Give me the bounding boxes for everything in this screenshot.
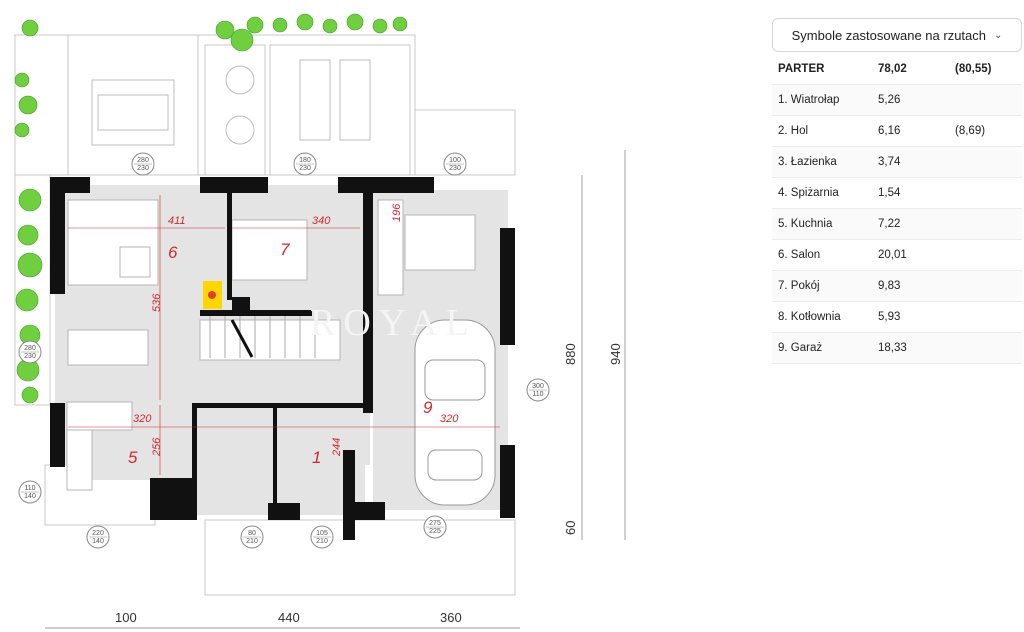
floor-area-total: (80,55): [949, 54, 1022, 85]
room-area: 1,54: [872, 177, 949, 209]
dim-244: 244: [331, 438, 343, 457]
window-size-width: 300: [532, 383, 544, 390]
dim-411: 411: [168, 215, 186, 227]
window-tags: 2802301802301002302802303001101101402201…: [18, 152, 550, 549]
room-name: 3. Łazienka: [772, 146, 872, 178]
floor-plan: ROYAL 6 7 5 1 9 411 340 196 536 320 256 …: [14, 13, 626, 629]
room-area-total: [949, 239, 1022, 271]
dim-940: 940: [608, 343, 623, 365]
room-area-total: [949, 301, 1022, 333]
walls: [50, 177, 515, 540]
dim-width-2: 440: [278, 610, 300, 625]
room-name: 9. Garaż: [772, 332, 872, 364]
dimension-lines: [68, 195, 500, 475]
window-size-height: 230: [137, 165, 149, 172]
dim-60: 60: [563, 521, 578, 535]
dim-196: 196: [391, 203, 403, 222]
table-header-row: PARTER 78,02 (80,55): [772, 54, 1022, 85]
room-number-7: 7: [280, 240, 290, 259]
room-name: 7. Pokój: [772, 270, 872, 302]
window-size-width: 220: [92, 530, 104, 537]
room-number-9: 9: [423, 398, 433, 417]
room-name: 2. Hol: [772, 115, 872, 147]
room-name: 4. Spiżarnia: [772, 177, 872, 209]
symbols-dropdown-label: Symbole zastosowane na rzutach: [791, 27, 986, 43]
room-area: 9,83: [872, 270, 949, 302]
window-size-width: 80: [248, 530, 256, 537]
floor-area: 78,02: [872, 54, 949, 85]
room-name: 5. Kuchnia: [772, 208, 872, 240]
room-area: 3,74: [872, 146, 949, 178]
window-size-width: 100: [449, 157, 461, 164]
window-size-width: 275: [429, 520, 441, 527]
room-name: 1. Wiatrołap: [772, 84, 872, 116]
window-size-width: 105: [316, 530, 328, 537]
floor-name: PARTER: [772, 54, 872, 85]
room-name: 6. Salon: [772, 239, 872, 271]
dim-width-3: 360: [440, 610, 462, 625]
room-area: 7,22: [872, 208, 949, 240]
room-areas-panel: Symbole zastosowane na rzutach ⌄ PARTER …: [772, 18, 1022, 364]
dim-536: 536: [151, 293, 163, 312]
car-icon: [414, 319, 496, 506]
window-size-height: 225: [429, 528, 441, 535]
room-name: 8. Kotłownia: [772, 301, 872, 333]
symbols-dropdown-button[interactable]: Symbole zastosowane na rzutach ⌄: [772, 18, 1022, 52]
window-size-width: 180: [299, 157, 311, 164]
room-number-6: 6: [168, 243, 178, 262]
room-number-5: 5: [128, 448, 138, 467]
room-area-total: [949, 84, 1022, 116]
room-area-total: (8,69): [949, 115, 1022, 147]
dim-320-kitchen: 320: [133, 413, 152, 425]
window-size-height: 110: [532, 391, 543, 398]
window-size-width: 280: [137, 157, 149, 164]
outer-dimension-lines: [45, 150, 626, 629]
window-size-height: 230: [299, 165, 311, 172]
room-area: 5,26: [872, 84, 949, 116]
dim-320-garage: 320: [440, 413, 459, 425]
watermark: ROYAL: [310, 302, 477, 344]
window-size-height: 210: [316, 538, 328, 545]
garden-furniture: [91, 59, 371, 146]
window-size-width: 110: [24, 485, 35, 492]
room-area-total: [949, 146, 1022, 178]
window-size-width: 280: [24, 345, 36, 352]
dim-880: 880: [563, 343, 578, 365]
room-area-total: [949, 177, 1022, 209]
room-area: 18,33: [872, 332, 949, 364]
interior-furniture: [66, 199, 476, 491]
window-size-height: 230: [24, 353, 36, 360]
plants: [14, 13, 408, 404]
window-size-height: 140: [24, 493, 36, 500]
dim-256: 256: [151, 437, 163, 457]
dim-340: 340: [312, 215, 331, 227]
room-area-total: [949, 270, 1022, 302]
window-size-height: 210: [246, 538, 258, 545]
room-area-total: [949, 332, 1022, 364]
room-area: 20,01: [872, 239, 949, 271]
room-area: 5,93: [872, 301, 949, 333]
window-size-height: 140: [92, 538, 104, 545]
chevron-down-icon: ⌄: [994, 29, 1003, 41]
room-area: 6,16: [872, 115, 949, 147]
stairs: [209, 316, 316, 358]
room-number-1: 1: [312, 448, 321, 467]
fire-icon: [208, 291, 216, 299]
window-size-height: 230: [449, 165, 461, 172]
dim-width-1: 100: [115, 610, 137, 625]
room-area-total: [949, 208, 1022, 240]
